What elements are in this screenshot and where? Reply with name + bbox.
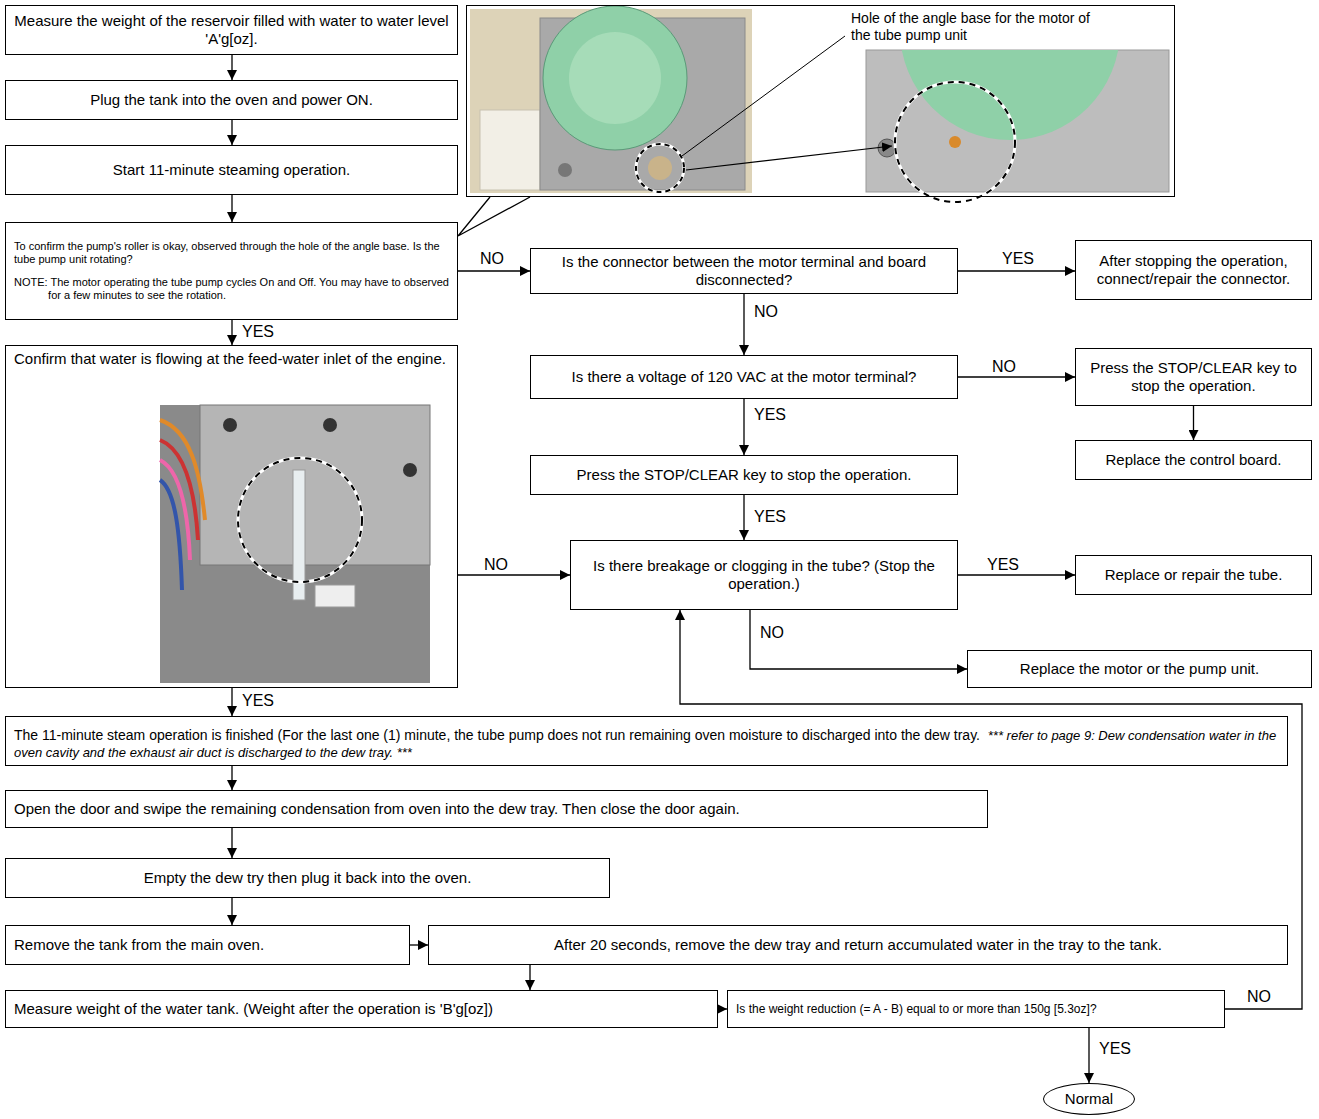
branch-label: NO	[478, 250, 506, 268]
node-text: Replace or repair the tube.	[1084, 566, 1303, 584]
flow-arrow	[750, 610, 967, 669]
process-box: Plug the tank into the oven and power ON…	[5, 80, 458, 120]
decision-box: Is there breakage or clogging in the tub…	[570, 540, 958, 610]
node-text: Remove the tank from the main oven.	[14, 936, 401, 954]
branch-label: NO	[758, 624, 786, 642]
flow-arrow	[718, 1008, 727, 1009]
process-box: Measure the weight of the reservoir fill…	[5, 5, 458, 55]
flow-arrow	[958, 270, 1075, 271]
node-text: Press the STOP/CLEAR key to stop the ope…	[539, 466, 949, 484]
node-text: Measure the weight of the reservoir fill…	[14, 12, 449, 48]
node-text: Replace the motor or the pump unit.	[976, 660, 1303, 678]
node-text: The 11-minute steam operation is finishe…	[14, 727, 980, 743]
callout-leader	[458, 197, 530, 236]
branch-label: YES	[1097, 1040, 1133, 1058]
text-line: The 11-minute steam operation is finishe…	[14, 721, 1279, 761]
process-box: Remove the tank from the main oven.	[5, 925, 410, 965]
node-text: Press the STOP/CLEAR key to stop the ope…	[1084, 359, 1303, 395]
process-box: Empty the dew try then plug it back into…	[5, 858, 610, 898]
branch-label: NO	[1245, 988, 1273, 1006]
node-text: Confirm that water is flowing at the fee…	[14, 350, 449, 368]
flow-arrow	[231, 828, 232, 858]
branch-label: NO	[990, 358, 1018, 376]
node-text: Is the weight reduction (= A - B) equal …	[736, 1002, 1216, 1016]
node-text: Hole of the angle base for the motor of …	[851, 10, 1113, 44]
node-text: After 20 seconds, remove the dew tray an…	[437, 936, 1279, 954]
node-text: After stopping the operation, connect/re…	[1084, 252, 1303, 288]
branch-label: YES	[240, 692, 276, 710]
flow-arrow	[958, 376, 1075, 377]
flow-arrow	[1088, 1028, 1089, 1083]
node-text: Empty the dew try then plug it back into…	[14, 869, 601, 887]
node-text: Is there breakage or clogging in the tub…	[579, 557, 949, 593]
node-text: Start 11-minute steaming operation.	[14, 161, 449, 179]
flow-arrow	[529, 965, 530, 990]
decision-photo-box: Confirm that water is flowing at the fee…	[5, 345, 458, 688]
process-box: Start 11-minute steaming operation.	[5, 145, 458, 195]
terminal-oval: Normal	[1043, 1083, 1135, 1115]
branch-label: YES	[1000, 250, 1036, 268]
flow-arrow	[231, 320, 232, 345]
node-text: To confirm the pump's roller is okay, ob…	[14, 240, 449, 266]
action-box: Replace the control board.	[1075, 440, 1312, 480]
pointer-arrow	[686, 146, 892, 170]
flow-arrow	[958, 574, 1075, 575]
motor-photo	[470, 6, 752, 193]
action-box: Replace the motor or the pump unit.	[967, 650, 1312, 688]
branch-label: YES	[985, 556, 1021, 574]
node-text: Is there a voltage of 120 VAC at the mot…	[539, 368, 949, 386]
decision-box: To confirm the pump's roller is okay, ob…	[5, 222, 458, 320]
action-box: Replace or repair the tube.	[1075, 555, 1312, 595]
node-text: Replace the control board.	[1084, 451, 1303, 469]
flow-arrow	[743, 294, 744, 355]
decision-box: Is there a voltage of 120 VAC at the mot…	[530, 355, 958, 399]
flow-arrow	[458, 574, 570, 575]
branch-label: YES	[752, 406, 788, 424]
node-text: Open the door and swipe the remaining co…	[14, 800, 979, 818]
flow-arrow	[231, 898, 232, 925]
node-text: Normal	[1052, 1090, 1126, 1108]
flow-arrow	[458, 270, 530, 271]
flow-arrow	[743, 399, 744, 455]
flow-arrow	[1193, 406, 1194, 440]
node-text: Is the connector between the motor termi…	[539, 253, 949, 289]
node-text: Plug the tank into the oven and power ON…	[14, 91, 449, 109]
photo-callout: Hole of the angle base for the motor of …	[466, 5, 1175, 197]
node-text: Measure weight of the water tank. (Weigh…	[14, 1000, 709, 1018]
process-box: After 20 seconds, remove the dew tray an…	[428, 925, 1288, 965]
process-box: The 11-minute steam operation is finishe…	[5, 716, 1288, 766]
action-box: After stopping the operation, connect/re…	[1075, 240, 1312, 300]
process-box: Measure weight of the water tank. (Weigh…	[5, 990, 718, 1028]
flow-arrow	[743, 495, 744, 540]
flow-arrow	[410, 944, 428, 945]
branch-label: YES	[752, 508, 788, 526]
action-box: Press the STOP/CLEAR key to stop the ope…	[1075, 348, 1312, 406]
decision-box: Is the weight reduction (= A - B) equal …	[727, 990, 1225, 1028]
node-subtext: NOTE: The motor operating the tube pump …	[14, 276, 449, 302]
flow-arrow	[231, 688, 232, 716]
process-box: Open the door and swipe the remaining co…	[5, 790, 988, 828]
flow-arrow	[231, 766, 232, 790]
branch-label: NO	[482, 556, 510, 574]
flow-arrow	[231, 55, 232, 80]
branch-label: YES	[240, 323, 276, 341]
branch-label: NO	[752, 303, 780, 321]
action-box: Press the STOP/CLEAR key to stop the ope…	[530, 455, 958, 495]
flow-arrow	[231, 120, 232, 145]
leader-line	[682, 36, 845, 156]
decision-box: Is the connector between the motor termi…	[530, 248, 958, 294]
feed-water-photo	[160, 405, 430, 683]
flow-arrow	[231, 195, 232, 222]
